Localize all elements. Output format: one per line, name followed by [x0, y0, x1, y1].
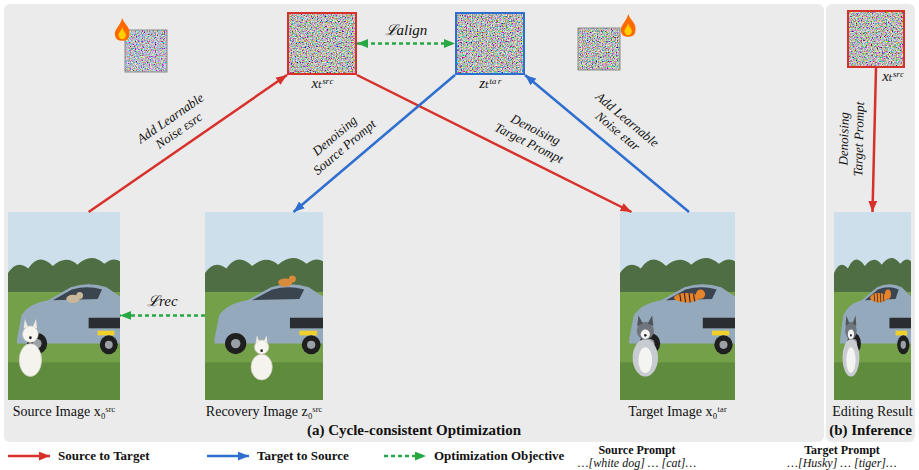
drawing-part	[621, 14, 636, 37]
legend-text: Target to Source	[257, 449, 349, 464]
source-photo	[8, 212, 120, 400]
drawing-part	[115, 18, 130, 41]
noise-latent: zₜᵗᵃʳ	[455, 12, 525, 75]
prompt-heading: Target Prompt	[804, 444, 880, 457]
image-panel: Recovery Image z₀ˢʳᶜ	[205, 212, 323, 400]
flow-arrow	[357, 75, 632, 212]
learnable-noise	[125, 30, 167, 72]
legend-text: Optimization Objective	[434, 449, 564, 464]
legend-line	[8, 455, 50, 458]
result-photo	[834, 212, 911, 400]
flow-arrow	[873, 68, 877, 212]
flow-arrow	[120, 314, 205, 317]
image-panel: Editing Result	[834, 212, 911, 400]
legend-entry: Target to Source	[205, 449, 349, 464]
panel-region: (a) Cycle-consistent Optimization Source …	[4, 4, 824, 442]
flow-arrow	[89, 75, 287, 212]
edge-label: Add Learnable Noise εtar	[575, 84, 668, 168]
legend-text: Source to Target	[58, 449, 149, 464]
panel-ground	[4, 4, 824, 442]
legend-line-sample	[382, 450, 428, 462]
edge-label: ℒrec	[147, 293, 178, 310]
fire-icon	[115, 18, 130, 41]
legend-entry: Source to Target	[6, 449, 149, 464]
prompt-text: …[white dog] … [cat]…	[578, 457, 696, 470]
noise-latent: xₜˢʳᶜ	[847, 10, 905, 68]
image-panel: Target Image x₀ᵗᵃʳ	[620, 212, 735, 400]
learnable-noise	[578, 28, 620, 70]
noise-image	[455, 12, 525, 75]
drawing-part	[625, 23, 632, 35]
latent-symbol: xₜˢʳᶜ	[882, 68, 903, 85]
latent-symbol: zₜᵗᵃʳ	[479, 75, 500, 92]
edge-label: Denoising Source Prompt	[297, 102, 383, 182]
panel-title: (a) Cycle-consistent Optimization	[4, 422, 824, 439]
edge-label: ℒalign	[385, 22, 428, 39]
noise-image	[287, 12, 357, 75]
image-panel: Source Image x₀ˢʳᶜ	[8, 212, 120, 400]
image-caption: Source Image x₀ˢʳᶜ	[13, 404, 115, 420]
drawing-part	[119, 27, 126, 39]
flow-arrow	[357, 42, 455, 45]
noise-latent: xₜˢʳᶜ	[287, 12, 357, 75]
edge-label: Denoising Target Prompt	[836, 95, 868, 184]
recovery-photo	[205, 212, 323, 400]
image-caption: Editing Result	[832, 404, 913, 420]
panel-ground	[826, 4, 915, 442]
legend-line-sample	[205, 450, 251, 462]
legend-line-sample	[6, 450, 52, 462]
image-caption: Target Image x₀ᵗᵃʳ	[628, 404, 727, 420]
prompt-text: …[Husky] … [tiger]…	[787, 457, 896, 470]
noise-outline	[125, 30, 167, 72]
latent-symbol: xₜˢʳᶜ	[312, 75, 333, 92]
noise-image	[847, 10, 905, 68]
image-caption: Recovery Image z₀ˢʳᶜ	[206, 404, 322, 420]
noise-outline	[578, 28, 620, 70]
fire-icon	[621, 14, 636, 37]
legend-line	[384, 455, 426, 458]
edge-label: Denoising Target Prompt	[486, 104, 578, 170]
edge-label: Add Learnable Noise εsrc	[127, 85, 223, 164]
flow-arrow	[294, 75, 456, 212]
panel-title: (b) Inference	[826, 422, 915, 439]
panel-region: (b) Inference xₜˢʳᶜEditing Result	[826, 4, 915, 442]
legend-line	[207, 455, 249, 458]
target-photo	[620, 212, 735, 400]
prompt-heading: Source Prompt	[598, 444, 675, 457]
legend-entry: Optimization Objective	[382, 449, 564, 464]
